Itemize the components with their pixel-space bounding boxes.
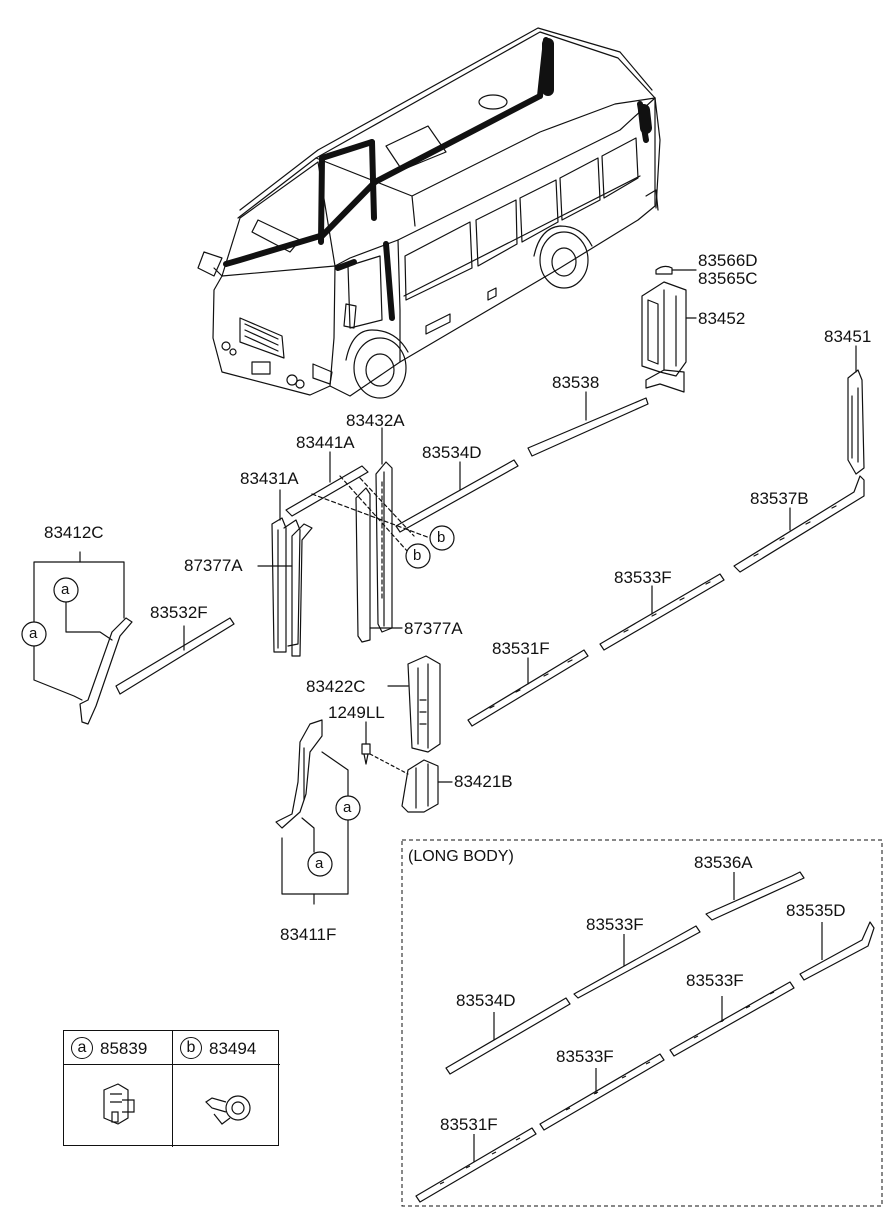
callout-a-1 bbox=[53, 577, 79, 603]
label-83531F: 83531F bbox=[492, 639, 550, 658]
part-87377A-center bbox=[355, 487, 371, 643]
part-83531F-strip bbox=[467, 649, 589, 727]
lb-part-83533F-b bbox=[669, 981, 795, 1057]
callout-a-2-letter: a bbox=[29, 625, 38, 642]
part-83441A-bar bbox=[285, 465, 369, 517]
lb-part-83533F-a bbox=[573, 925, 701, 999]
legend-b-code: 83494 bbox=[209, 1039, 257, 1058]
bus-illustration bbox=[197, 27, 661, 399]
legend-a-letter: a bbox=[71, 1037, 93, 1059]
bus-trim-highlight bbox=[223, 37, 649, 321]
legend-b-letter: b bbox=[180, 1037, 202, 1059]
part-83538-strip bbox=[527, 397, 649, 457]
label-87377A-right: 87377A bbox=[404, 619, 463, 638]
part-83431A-apillar bbox=[271, 517, 301, 653]
label-83537B: 83537B bbox=[750, 489, 809, 508]
label-83566D: 83566D bbox=[698, 251, 758, 270]
label-83411F: 83411F bbox=[280, 925, 337, 944]
part-83421B-panel bbox=[401, 759, 439, 813]
label-83533F: 83533F bbox=[614, 568, 672, 587]
callout-a-3 bbox=[335, 795, 361, 821]
lb-label-83535D: 83535D bbox=[786, 901, 846, 920]
lb-label-83533F-a: 83533F bbox=[586, 915, 644, 934]
part-83451-rear-corner bbox=[847, 369, 865, 475]
part-83411F-pillar bbox=[275, 719, 323, 829]
part-83566D-cap bbox=[655, 265, 673, 275]
legend-col-b: b 83494 bbox=[172, 1031, 280, 1147]
part-1249LL-screw bbox=[361, 743, 371, 765]
label-83538: 83538 bbox=[552, 373, 600, 392]
lb-label-83534D: 83534D bbox=[456, 991, 516, 1010]
part-83452-rear-pillar bbox=[641, 281, 687, 393]
part-83533F-strip bbox=[599, 573, 725, 651]
callout-b-1 bbox=[429, 525, 455, 551]
label-83565C: 83565C bbox=[698, 269, 758, 288]
callout-a-4-letter: a bbox=[315, 855, 324, 872]
part-83412C-pillar bbox=[79, 617, 133, 725]
b-callout-dashes bbox=[311, 475, 431, 601]
fastener-legend: a 85839 b 83494 bbox=[63, 1030, 280, 1147]
callout-a-1-letter: a bbox=[61, 581, 70, 598]
label-83422C: 83422C bbox=[306, 677, 366, 696]
label-83451: 83451 bbox=[824, 327, 872, 346]
legend-pictograms bbox=[103, 1083, 251, 1125]
label-83412C: 83412C bbox=[44, 523, 104, 542]
lb-part-83535D bbox=[799, 921, 875, 981]
part-83537B-strip bbox=[733, 475, 865, 573]
lb-label-83533F-b: 83533F bbox=[686, 971, 744, 990]
part-83534D-strip bbox=[395, 459, 519, 533]
label-83452: 83452 bbox=[698, 309, 746, 328]
label-87377A-left: 87377A bbox=[184, 556, 243, 575]
label-1249LL: 1249LL bbox=[328, 703, 385, 722]
label-83421B: 83421B bbox=[454, 772, 513, 791]
label-83441A: 83441A bbox=[296, 433, 355, 452]
legend-a-code: 85839 bbox=[100, 1039, 148, 1058]
lb-part-83536A bbox=[705, 871, 805, 921]
part-83432A-pillar bbox=[375, 461, 393, 633]
lb-label-83536A: 83536A bbox=[694, 853, 753, 872]
lb-label-83531F: 83531F bbox=[440, 1115, 498, 1134]
part-83532F-strip bbox=[115, 617, 235, 695]
long-body-box bbox=[401, 839, 883, 1207]
label-83432A: 83432A bbox=[346, 411, 405, 430]
long-body-parts bbox=[415, 871, 875, 1203]
callout-b-2 bbox=[405, 543, 431, 569]
long-body-title: (LONG BODY) bbox=[408, 848, 514, 865]
label-83532F: 83532F bbox=[150, 603, 208, 622]
callout-a-3-letter: a bbox=[343, 799, 352, 816]
label-83534D: 83534D bbox=[422, 443, 482, 462]
legend-col-a: a 85839 bbox=[64, 1031, 172, 1147]
bus-pillar-highlight bbox=[542, 38, 652, 134]
lb-part-83531F bbox=[415, 1127, 537, 1203]
part-83422C-panel bbox=[407, 655, 441, 753]
lb-part-83534D bbox=[445, 997, 571, 1075]
part-87377A-left bbox=[291, 523, 313, 657]
callout-b-2-letter: b bbox=[413, 547, 422, 564]
callout-a-2 bbox=[21, 621, 47, 647]
callout-b-1-letter: b bbox=[437, 529, 446, 546]
clip-85839-icon bbox=[103, 1083, 135, 1125]
clip-83494-icon bbox=[205, 1095, 251, 1125]
callout-a-4 bbox=[307, 851, 333, 877]
lb-label-83533F-c: 83533F bbox=[556, 1047, 614, 1066]
label-83431A: 83431A bbox=[240, 469, 299, 488]
